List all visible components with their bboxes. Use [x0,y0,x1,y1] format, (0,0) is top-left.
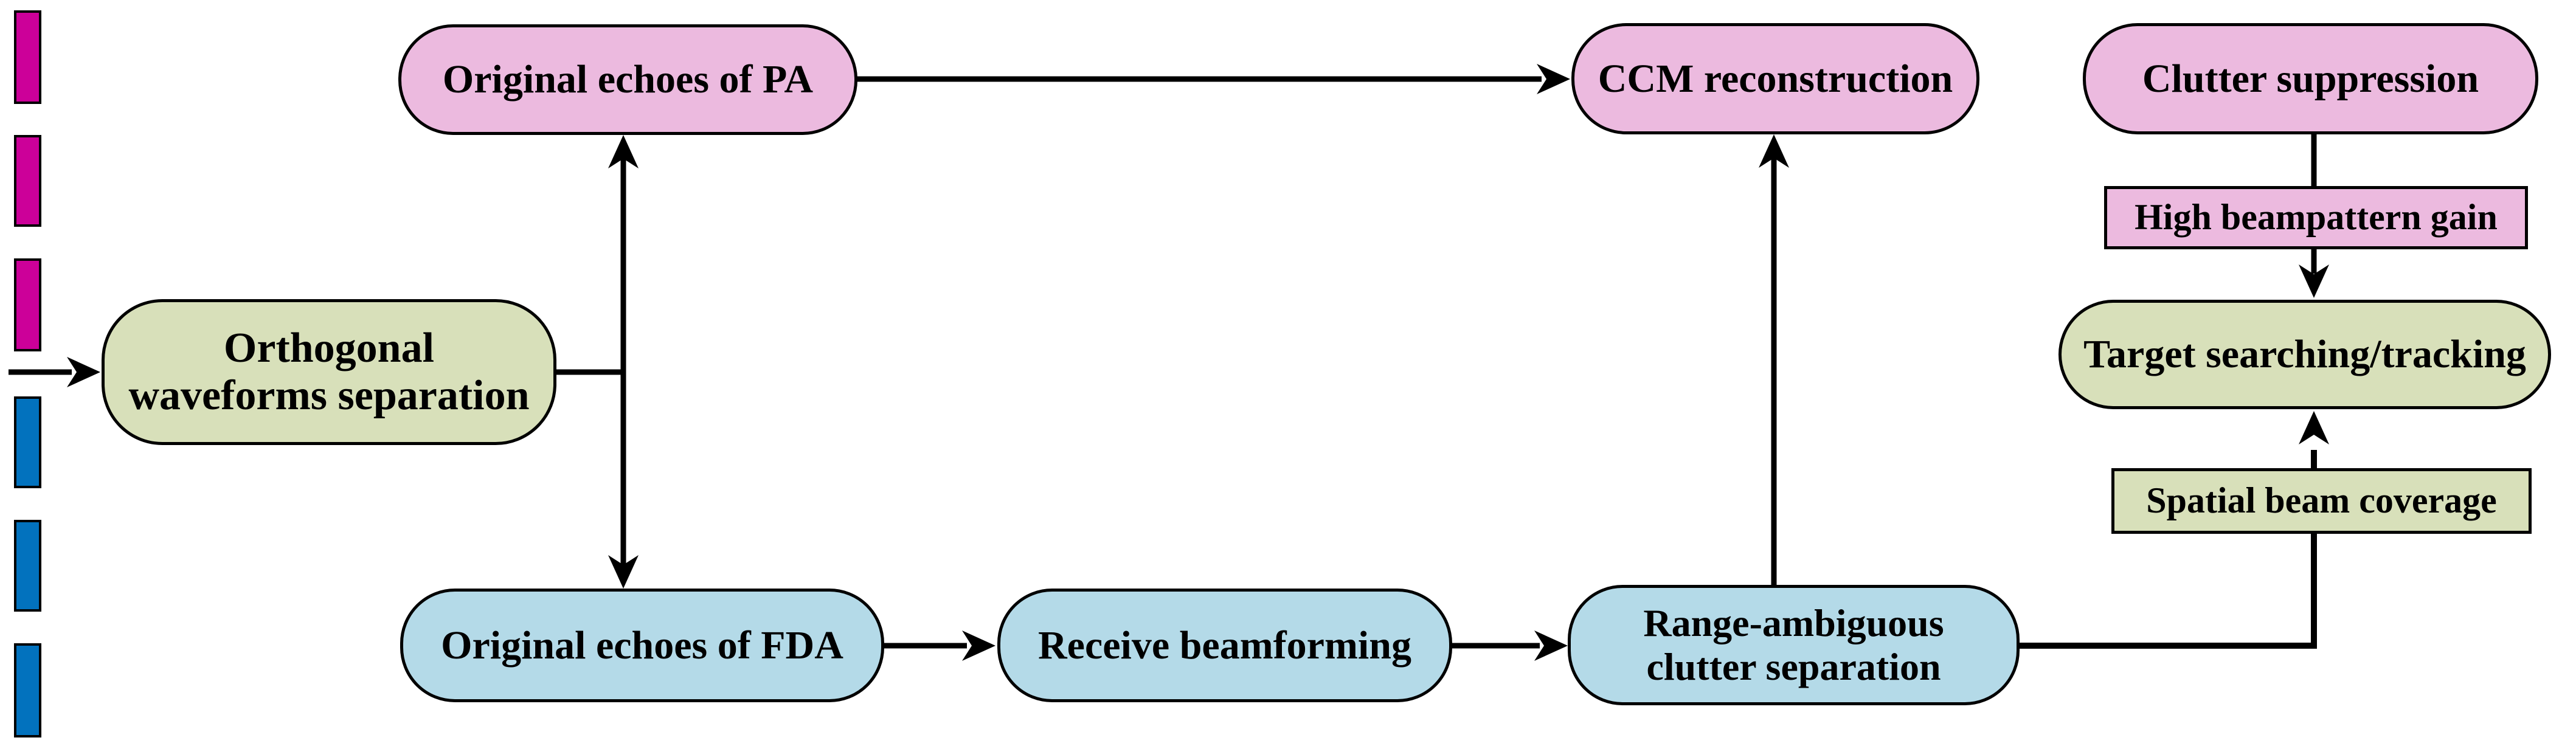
edge-pa-to-ccm [854,64,1570,94]
node-original-echoes-of-pa: Original echoes of PA [398,24,857,135]
edge-fda-to-receive [883,630,995,661]
node-label: CCM reconstruction [1598,56,1953,101]
arrowhead-down [2299,264,2329,298]
label-high-beampattern-gain: High beampattern gain [2104,186,2528,249]
arrowhead-up [608,135,639,168]
array-element-bar-magenta-3 [14,258,41,351]
array-element-bar-magenta-2 [14,135,41,227]
node-label: Spatial beam coverage [2146,480,2497,521]
node-label: Orthogonal waveforms separation [128,324,530,419]
arrowhead-right [67,357,100,387]
array-element-bar-blue-1 [14,396,41,488]
node-label: Original echoes of PA [442,57,814,102]
node-receive-beamforming: Receive beamforming [997,589,1452,702]
node-orthogonal-waveforms-separation: Orthogonal waveforms separation [102,299,556,445]
label-spatial-beam-coverage: Spatial beam coverage [2111,468,2532,534]
edge-receive-to-range [1452,630,1568,661]
node-target-searching-tracking: Target searching/tracking [2058,300,2551,409]
edge-input-to-orthogonal [9,357,100,387]
arrowhead-right [1537,64,1570,94]
node-label: Original echoes of FDA [441,623,843,668]
arrowhead-right [1534,630,1568,661]
arrowhead-right [962,630,995,661]
node-label: Target searching/tracking [2083,332,2526,377]
node-label: Receive beamforming [1038,623,1411,668]
arrowhead-up [1759,134,1789,168]
arrowhead-down [608,555,639,589]
array-element-bar-blue-2 [14,520,41,612]
node-range-ambiguous-clutter-separation: Range-ambiguous clutter separation [1568,585,2020,705]
node-ccm-reconstruction: CCM reconstruction [1571,23,1979,134]
node-clutter-suppression: Clutter suppression [2083,23,2538,134]
array-element-bar-magenta-1 [14,10,41,104]
node-original-echoes-of-fda: Original echoes of FDA [400,589,884,702]
node-label: Range-ambiguous clutter separation [1643,601,1944,688]
edge-orthogonal-to-pa-and-fda [553,135,639,589]
arrowhead-up [2299,411,2329,444]
array-element-bar-blue-3 [14,643,41,737]
edge-range-to-ccm [1759,134,1789,585]
node-label: High beampattern gain [2135,197,2498,238]
node-label: Clutter suppression [2142,56,2479,101]
